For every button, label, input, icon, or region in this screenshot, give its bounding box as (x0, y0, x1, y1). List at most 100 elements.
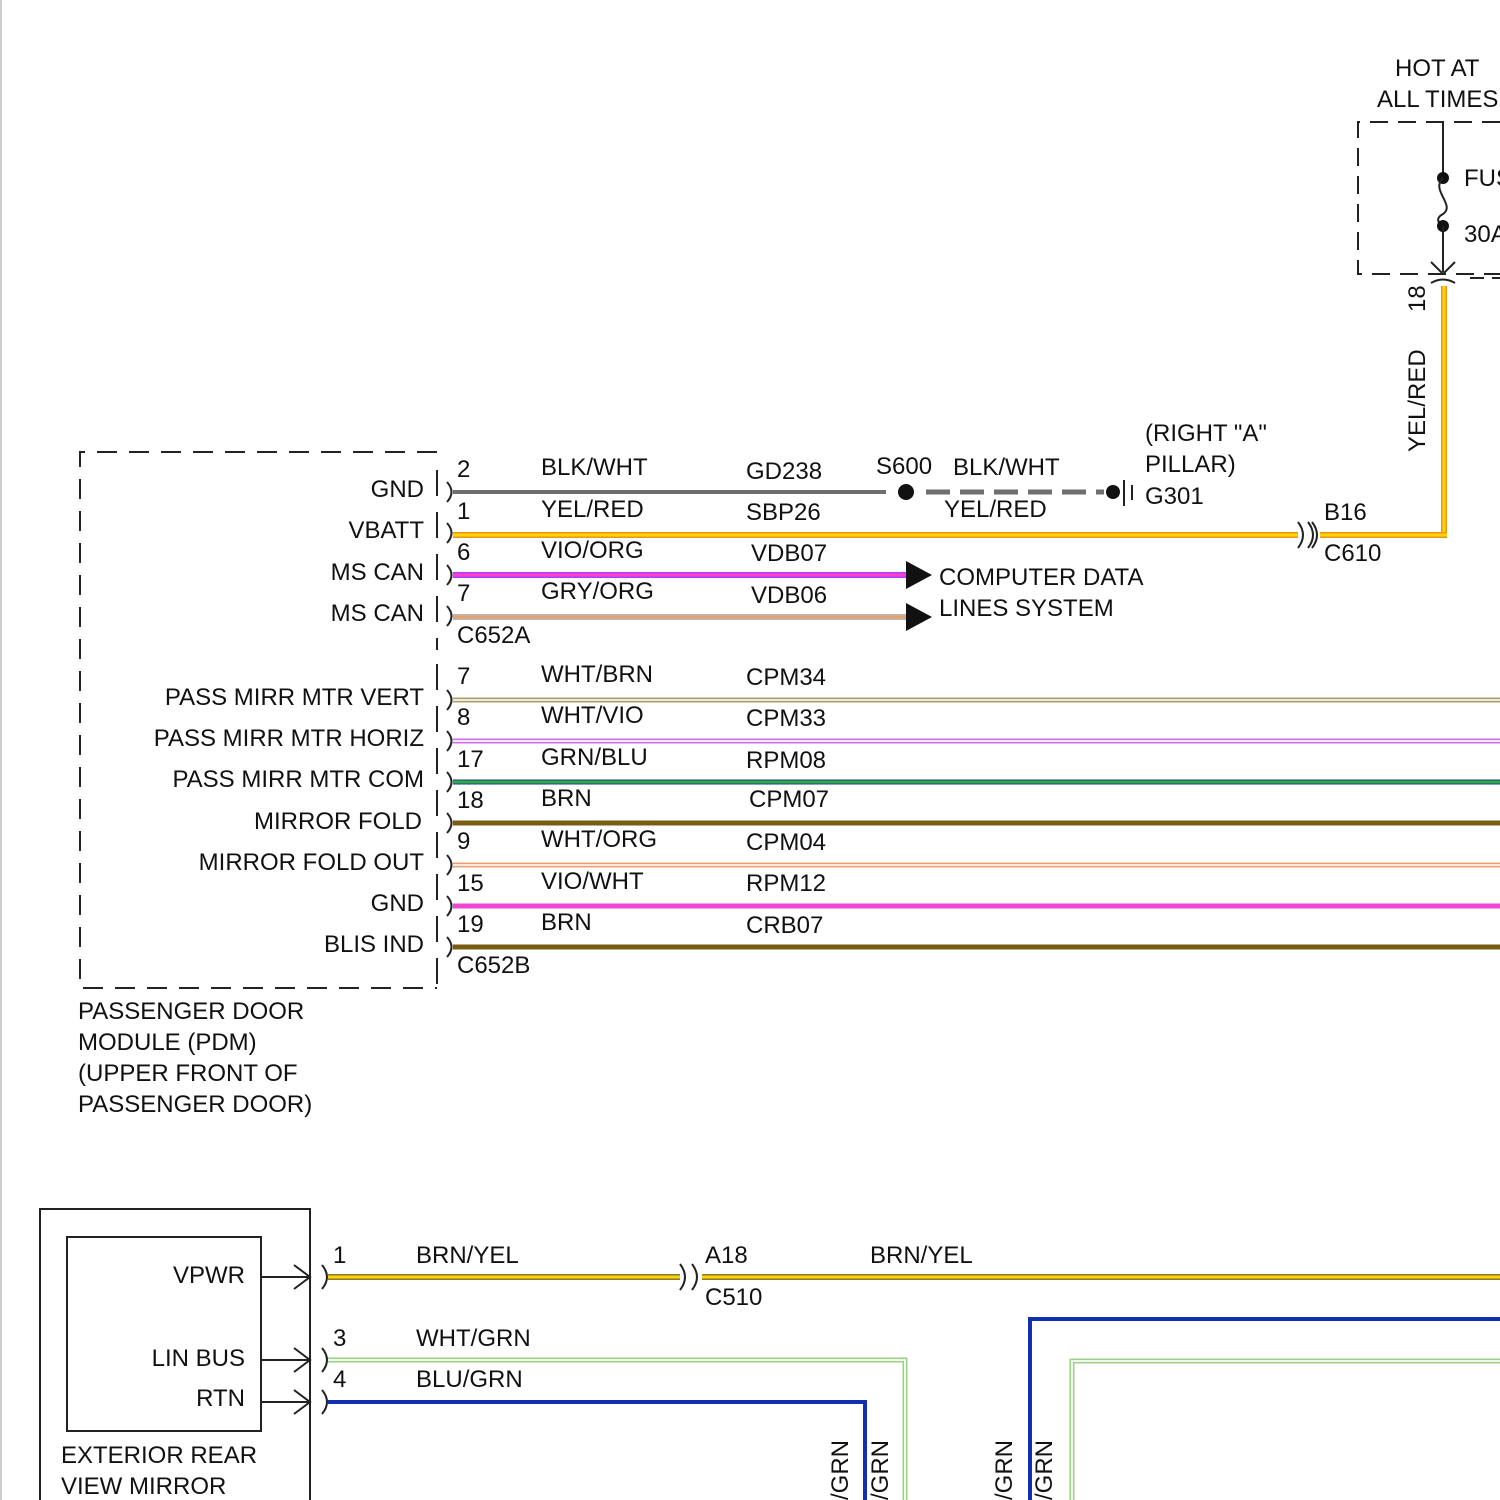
wire-color-label: GRY/ORG (541, 578, 654, 605)
splice-s600-label: S600 (876, 453, 932, 480)
pdm-name-line-3: (UPPER FRONT OF (78, 1060, 298, 1087)
data-lines-label-1: COMPUTER DATA (939, 564, 1143, 591)
wire-whtgrn-edge (328, 1360, 905, 1500)
wire-whtgrn-right (1072, 1361, 1500, 1500)
connector-hook-icon (322, 1348, 327, 1372)
c652a-circuits: GND 2 BLK/WHT GD238 VBATT 1 YEL/RED SBP2… (331, 420, 1447, 631)
mirror-name-line-2: VIEW MIRROR (61, 1473, 226, 1500)
pdm-pin-label: MIRROR FOLD (254, 808, 422, 835)
pin-number: 15 (457, 870, 484, 897)
pin-number: 1 (333, 1242, 346, 1269)
pdm-name-line-2: MODULE (PDM) (78, 1029, 257, 1056)
mirror-pin-label: RTN (196, 1385, 245, 1412)
pdm-pin-label: GND (371, 476, 424, 503)
fuse-pin-label: 18 (1404, 285, 1431, 312)
pin-number: 8 (457, 704, 470, 731)
data-arrow-icon (906, 603, 932, 631)
connector-hook-icon (447, 813, 452, 833)
pin-number: 4 (333, 1366, 346, 1393)
c510-wire-color: BRN/YEL (870, 1242, 973, 1269)
connector-c610-label: C610 (1324, 540, 1381, 567)
wire-color-label: BRN (541, 909, 592, 936)
fuse-connector-socket-icon (1431, 280, 1455, 284)
pin-number: 9 (457, 828, 470, 855)
wire-color-label: VIO/WHT (541, 868, 644, 895)
pdm-pin-label: VBATT (348, 517, 424, 544)
circuit-id-label: CPM33 (746, 705, 826, 732)
connector-hook-icon (447, 937, 452, 957)
pdm-pin-label: MS CAN (331, 559, 424, 586)
wire-color-label: GRN/BLU (541, 744, 648, 771)
wire-color-label: WHT/GRN (416, 1325, 531, 1352)
mirror-name-line-1: EXTERIOR REAR (61, 1442, 257, 1469)
pin-number: 18 (457, 787, 484, 814)
wire-color-label: VIO/ORG (541, 537, 644, 564)
fuse-wire-color: YEL/RED (1404, 349, 1431, 452)
wire-color-label: WHT/ORG (541, 826, 657, 853)
ground-id-label: G301 (1145, 483, 1204, 510)
pin-number: 7 (457, 580, 470, 607)
connector-hook-icon (447, 606, 452, 626)
mirror-module: VPWR LIN BUS RTN EXTERIOR REAR VIEW MIRR… (40, 1209, 1500, 1500)
fuse-box-border (1358, 122, 1500, 274)
circuit-id-label: CRB07 (746, 912, 823, 939)
connector-hook-icon (447, 731, 452, 751)
circuit-id-label: CPM07 (749, 786, 829, 813)
data-lines-label-2: LINES SYSTEM (939, 595, 1114, 622)
fuse-box: HOT AT ALL TIMES FUS 30A 18 YEL/RED (1358, 55, 1500, 452)
circuit-id-label: CPM34 (746, 664, 826, 691)
connector-hook-icon (447, 896, 452, 916)
connector-hook-icon (447, 855, 452, 875)
wire-color-label: BLU/GRN (416, 1366, 523, 1393)
mirror-pin-label: LIN BUS (152, 1345, 245, 1372)
connector-hook-icon (322, 1265, 327, 1289)
c652b-circuits: PASS MIRR MTR VERT 7 WHT/BRN CPM34 PASS … (154, 661, 1500, 958)
fuse-element-icon (1438, 178, 1447, 226)
ground-g301-terminal-icon (1106, 485, 1120, 499)
connector-c610-icon (1298, 522, 1313, 548)
connector-hook-icon (447, 565, 452, 585)
connector-hook-icon (447, 690, 452, 710)
vertical-wire-label: /GRN (827, 1440, 854, 1500)
connector-c510-icon (680, 1264, 697, 1290)
wire-blugrn-right (1030, 1319, 1500, 1500)
pin-number: 7 (457, 663, 470, 690)
pin-number: 2 (457, 456, 470, 483)
wire-whtgrn (328, 1360, 905, 1500)
connector-hook-icon (322, 1390, 327, 1414)
ground-location-line2: PILLAR) (1145, 451, 1236, 478)
pdm-pin-label: MS CAN (331, 600, 424, 627)
wire-color-label: YEL/RED (541, 496, 644, 523)
pdm-name-line-1: PASSENGER DOOR (78, 998, 304, 1025)
wire-whtgrn-right-edge (1072, 1361, 1500, 1500)
splice-wire-color: BLK/WHT (953, 454, 1060, 481)
connector-hook-icon (447, 772, 452, 792)
wire-color-label: BLK/WHT (541, 454, 648, 481)
circuit-id-label: VDB06 (751, 582, 827, 609)
pdm-pin-label: BLIS IND (324, 931, 424, 958)
vertical-wire-label: /GRN (991, 1440, 1018, 1500)
connector-c652a-label: C652A (457, 622, 530, 649)
data-arrow-icon (906, 561, 932, 589)
circuit-id-label: VDB07 (751, 540, 827, 567)
mirror-pin-label: VPWR (173, 1262, 245, 1289)
pin-number: 17 (457, 746, 484, 773)
pdm-pin-label: MIRROR FOLD OUT (199, 849, 425, 876)
fuse-label-2: 30A (1464, 221, 1500, 248)
wire-color-label: WHT/VIO (541, 702, 644, 729)
pdm-pin-label: PASS MIRR MTR VERT (165, 684, 424, 711)
connector-c652b-label: C652B (457, 952, 530, 979)
ground-location-line1: (RIGHT "A" (1145, 420, 1267, 447)
vertical-wire-label: /GRN (867, 1440, 894, 1500)
circuit-id-label: SBP26 (746, 499, 821, 526)
hot-label-line2: ALL TIMES (1377, 86, 1498, 113)
pdm-pin-label: GND (371, 890, 424, 917)
wire-blugrn (328, 1402, 865, 1500)
splice-s600-icon (898, 484, 914, 500)
pin-number: 6 (457, 539, 470, 566)
connector-hook-icon (447, 523, 452, 543)
vertical-wire-label: /GRN (1031, 1440, 1058, 1500)
circuit-id-label: RPM12 (746, 870, 826, 897)
connector-c510-label: C510 (705, 1284, 762, 1311)
